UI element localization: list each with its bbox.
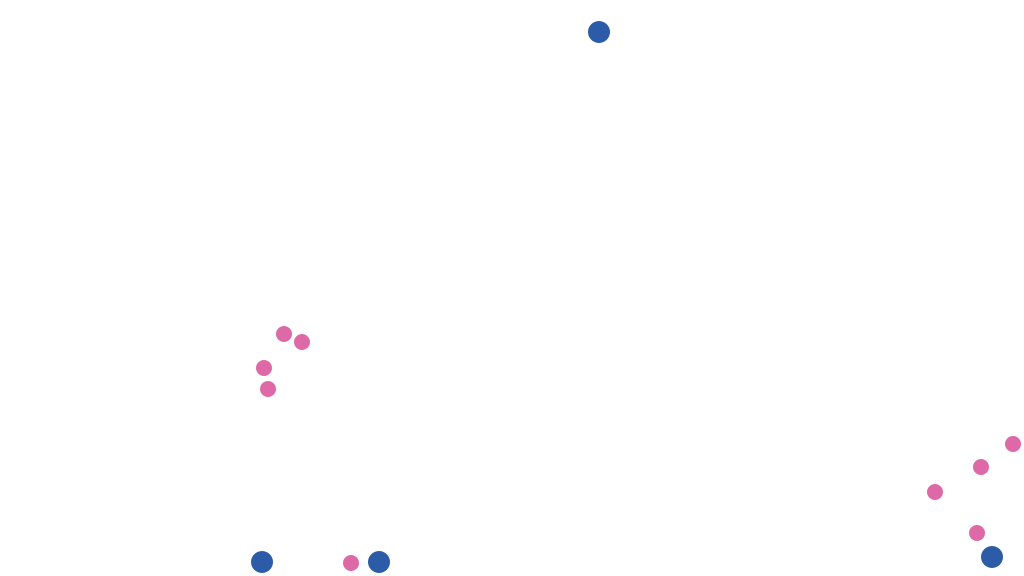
series-0 bbox=[251, 21, 1003, 573]
series-1 bbox=[256, 326, 1021, 571]
scatter-point-s1-0 bbox=[276, 326, 292, 342]
scatter-point-s1-6 bbox=[927, 484, 943, 500]
scatter-point-s0-1 bbox=[251, 551, 273, 573]
scatter-point-s0-2 bbox=[368, 551, 390, 573]
scatter-point-s1-3 bbox=[260, 381, 276, 397]
scatter-point-s1-7 bbox=[969, 525, 985, 541]
scatter-point-s1-5 bbox=[973, 459, 989, 475]
scatter-point-s1-1 bbox=[294, 334, 310, 350]
scatter-point-s0-0 bbox=[588, 21, 610, 43]
scatter-point-s0-3 bbox=[981, 546, 1003, 568]
scatter-point-s1-2 bbox=[256, 360, 272, 376]
scatter-point-s1-8 bbox=[343, 555, 359, 571]
scatter-point-s1-4 bbox=[1005, 436, 1021, 452]
